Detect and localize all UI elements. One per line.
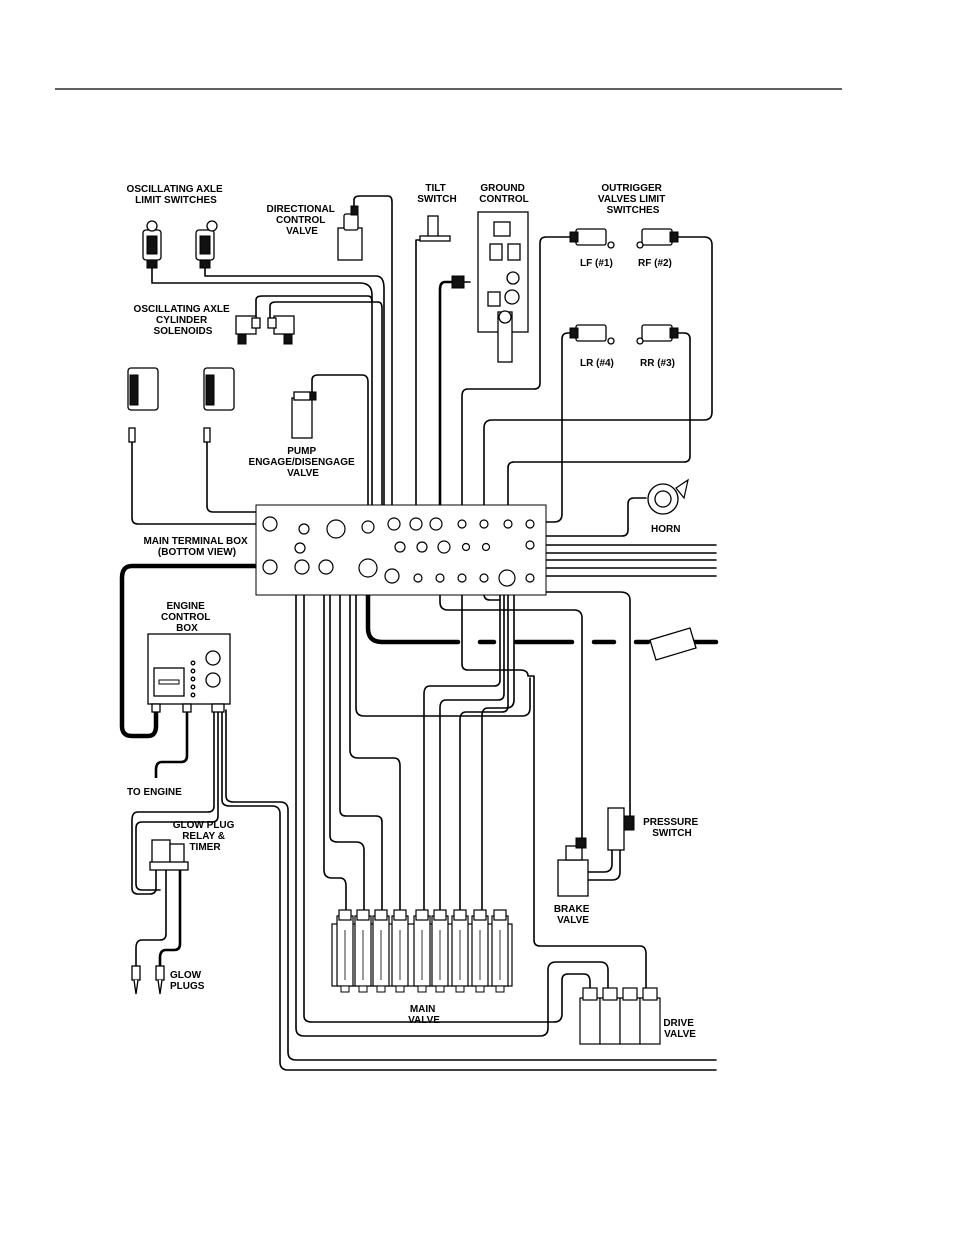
main-valve-section	[336, 909, 354, 993]
drive-valve-section	[579, 987, 601, 1045]
label-lr: LR (#4)	[580, 358, 614, 369]
outrigger-switch-lr	[569, 324, 615, 345]
label-glow-plugs: GLOW PLUGS	[170, 970, 205, 992]
tilt-switch	[419, 215, 451, 242]
main-valve-section	[391, 909, 409, 993]
label-glow-plug-relay: GLOW PLUG RELAY & TIMER	[173, 820, 237, 853]
wiring	[119, 195, 719, 1071]
label-osc-axle-solenoids: OSCILLATING AXLE CYLINDER SOLENOIDS	[134, 304, 233, 337]
main-valve-section	[451, 909, 469, 993]
label-main-valve: MAIN VALVE	[408, 1004, 440, 1026]
main-valve-section	[413, 909, 431, 993]
outrigger-switch-rf	[636, 228, 679, 249]
horn-icon	[647, 478, 689, 515]
label-pressure-switch: PRESSURE SWITCH	[643, 817, 701, 839]
label-ground-control: GROUND CONTROL	[479, 183, 528, 205]
drive-valve	[579, 987, 661, 1045]
label-brake-valve: BRAKE VALVE	[554, 904, 592, 926]
label-lf: LF (#1)	[580, 258, 613, 269]
brake-valve	[557, 837, 589, 897]
engine-control-box	[147, 633, 231, 713]
main-valve	[331, 909, 513, 993]
label-directional-control-valve: DIRECTIONAL CONTROL VALVE	[267, 204, 338, 237]
osc-axle-limit-switches	[142, 220, 218, 269]
main-valve-section	[491, 909, 509, 993]
label-to-engine: TO ENGINE	[127, 787, 182, 798]
label-horn: HORN	[651, 524, 680, 535]
outrigger-switch-lf	[569, 228, 615, 249]
directional-control-valve	[337, 205, 363, 261]
label-main-terminal-box: MAIN TERMINAL BOX (BOTTOM VIEW)	[143, 536, 250, 558]
label-osc-axle-limit-switches: OSCILLATING AXLE LIMIT SWITCHES	[127, 184, 226, 206]
drive-valve-section	[619, 987, 641, 1045]
pump-engage-valve	[291, 391, 317, 439]
drive-valve-section	[639, 987, 661, 1045]
pressure-switch	[607, 807, 635, 851]
label-drive-valve: DRIVE VALVE	[663, 1018, 696, 1040]
glow-plug-relay	[149, 839, 189, 871]
lamps	[127, 367, 235, 443]
label-engine-control-box: ENGINE CONTROL BOX	[161, 601, 213, 634]
main-valve-section	[372, 909, 390, 993]
osc-axle-solenoids	[235, 315, 295, 345]
label-rr: RR (#3)	[640, 358, 675, 369]
glow-plugs	[131, 965, 165, 995]
label-tilt-switch: TILT SWITCH	[417, 183, 456, 205]
drive-valve-section	[599, 987, 621, 1045]
ground-control-panel	[451, 211, 529, 363]
label-rf: RF (#2)	[638, 258, 672, 269]
main-valve-section	[431, 909, 449, 993]
main-valve-section	[471, 909, 489, 993]
inline-connector	[649, 627, 697, 661]
main-terminal-box	[255, 504, 547, 596]
label-pump-valve: PUMP ENGAGE/DISENGAGE VALVE	[249, 446, 358, 479]
outrigger-switch-rr	[636, 324, 679, 345]
label-outrigger-switches: OUTRIGGER VALVES LIMIT SWITCHES	[598, 183, 668, 216]
main-valve-section	[354, 909, 372, 993]
